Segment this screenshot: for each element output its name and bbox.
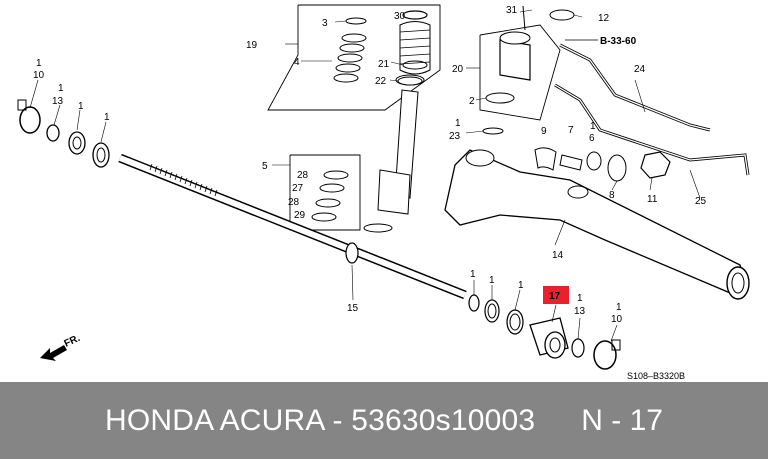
part-number-caption: HONDA ACURA - 53630s10003: [105, 403, 536, 437]
callout-4: 4: [294, 57, 300, 68]
drawing-code: S108–B3320B: [627, 371, 685, 381]
callout-13: 13: [574, 306, 586, 317]
callout-29: 29: [294, 210, 306, 221]
callout-22: 22: [375, 76, 387, 87]
callout-1: 1: [36, 58, 42, 69]
diagram-reference: N - 17: [581, 403, 663, 437]
callout-7: 7: [568, 125, 574, 136]
steering-rack-exploded-diagram: FR. B-33-60 1 10 1 13 1 1 19 3 30 4 21 2…: [17, 4, 750, 381]
callout-13: 13: [52, 96, 64, 107]
callout-2: 2: [469, 96, 475, 107]
callout-6: 6: [589, 133, 595, 144]
callout-15: 15: [347, 303, 359, 314]
callout-1: 1: [470, 269, 476, 280]
callout-1: 1: [518, 280, 524, 291]
callout-1: 1: [455, 118, 461, 129]
callout-24: 24: [634, 64, 646, 75]
callout-28: 28: [297, 170, 309, 181]
callout-21: 21: [378, 59, 390, 70]
callout-8: 8: [609, 190, 615, 201]
callout-11: 11: [647, 194, 658, 205]
fr-label: FR.: [63, 333, 82, 350]
callout-1: 1: [616, 302, 622, 313]
callout-30: 30: [394, 11, 406, 22]
callout-28: 28: [288, 197, 300, 208]
ref-b33-60: B-33-60: [600, 36, 637, 47]
callout-3: 3: [322, 18, 328, 29]
callout-1: 1: [78, 101, 84, 112]
callout-1: 1: [489, 275, 495, 286]
callout-5: 5: [262, 161, 268, 172]
callout-12: 12: [598, 13, 610, 24]
callout-1: 1: [590, 121, 596, 132]
callout-10: 10: [611, 314, 623, 325]
front-direction-arrow: FR.: [40, 333, 82, 361]
caption-bar: HONDA ACURA - 53630s10003 N - 17: [0, 382, 768, 459]
callout-1: 1: [104, 112, 110, 123]
callout-27: 27: [292, 183, 304, 194]
callout-1: 1: [577, 293, 583, 304]
callout-23: 23: [449, 131, 461, 142]
callout-25: 25: [695, 196, 707, 207]
callout-20: 20: [452, 64, 464, 75]
highlight-17-box: [543, 286, 569, 304]
callout-9: 9: [541, 126, 547, 137]
callout-19: 19: [246, 40, 258, 51]
callout-17: 17: [549, 291, 561, 302]
callout-1: 1: [58, 83, 64, 94]
callout-14: 14: [552, 250, 564, 261]
callout-10: 10: [33, 70, 45, 81]
callout-31: 31: [506, 5, 518, 16]
